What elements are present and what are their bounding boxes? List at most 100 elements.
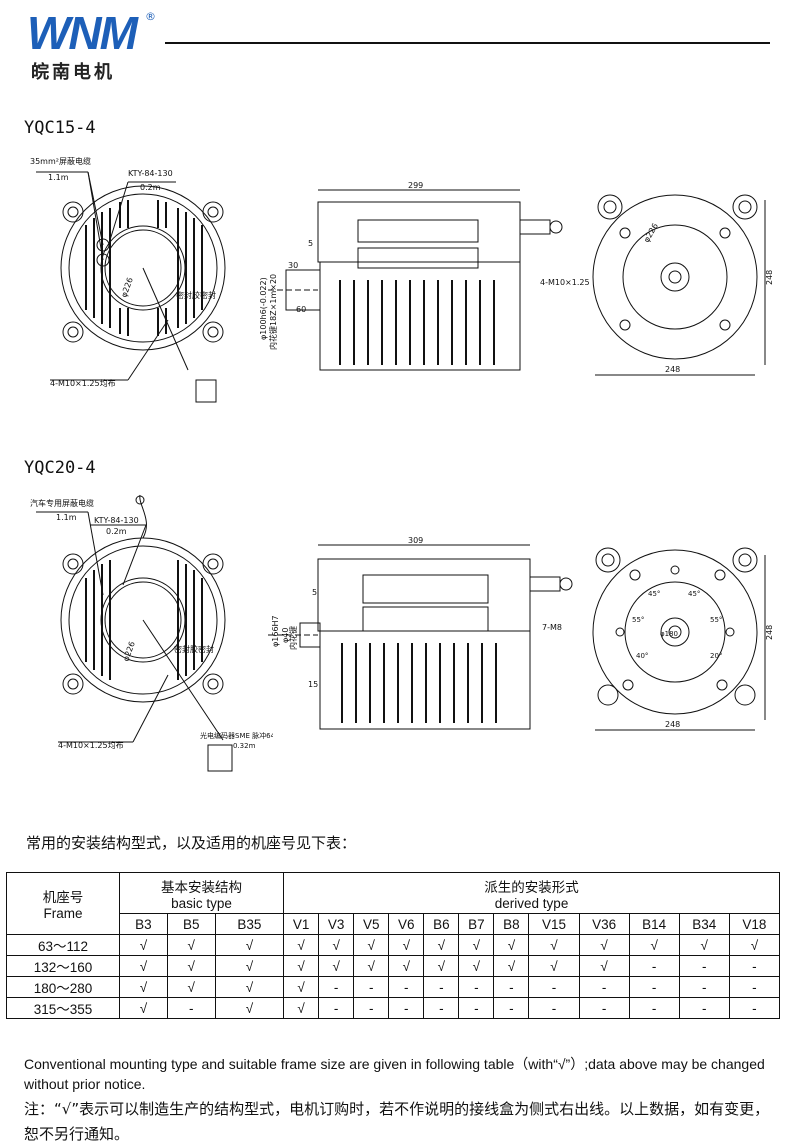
- mark-cell: -: [423, 976, 460, 998]
- mark-cell: √: [119, 955, 168, 977]
- mark-cell: √: [119, 976, 168, 998]
- frame-cell: 132～160: [6, 955, 120, 977]
- derived-header-en: derived type: [494, 895, 569, 911]
- mark-cell: √: [283, 934, 320, 956]
- mark-cell: -: [528, 976, 580, 998]
- column-header: B35: [214, 913, 285, 935]
- mark-cell: -: [458, 997, 495, 1019]
- bolts-label-2: 4-M10×1.25均布: [58, 740, 124, 750]
- brand-name-cn: 皖南电机: [31, 62, 115, 83]
- column-header: B7: [458, 913, 495, 935]
- registered-mark: ®: [145, 10, 156, 23]
- end-bolts-1: 4-M10×1.25: [540, 278, 590, 287]
- column-header: B3: [119, 913, 168, 935]
- basic-header-cn: 基本安装结构: [161, 879, 243, 895]
- mark-cell: √: [119, 934, 168, 956]
- mark-cell: √: [283, 997, 320, 1019]
- frame-cell: 180～280: [6, 976, 120, 998]
- model-title-2: YQC20-4: [24, 458, 96, 478]
- mark-cell: √: [214, 955, 285, 977]
- sensor-length-1: 0.2m: [140, 183, 161, 192]
- mark-cell: √: [423, 934, 460, 956]
- mark-cell: -: [578, 976, 630, 998]
- column-header: V3: [318, 913, 355, 935]
- derived-header-cn: 派生的安装形式: [484, 879, 579, 895]
- mark-cell: √: [214, 934, 285, 956]
- column-header: V15: [528, 913, 580, 935]
- seal-label-2: 密封胶密封: [174, 644, 214, 654]
- mark-cell: -: [458, 976, 495, 998]
- mark-cell: √: [388, 934, 425, 956]
- mark-cell: √: [318, 955, 355, 977]
- mark-cell: √: [353, 955, 390, 977]
- table-row: 63～112√√√√√√√√√√√√√√√: [6, 934, 781, 956]
- end-height-2: 248: [765, 625, 774, 640]
- cable-label-1: 35mm²屏蔽电缆: [30, 156, 91, 166]
- logo-wordmark: WNM: [27, 7, 138, 59]
- mark-cell: √: [318, 934, 355, 956]
- angle-45a-2: 45°: [648, 590, 660, 598]
- column-header: V1: [283, 913, 320, 935]
- mark-cell: -: [318, 997, 355, 1019]
- encoder-label-2: 光电编码器SME 脉冲64: [200, 731, 273, 740]
- end-height-1: 248: [765, 270, 774, 285]
- note-chinese: 注：“√”表示可以制造生产的结构型式，电机订购时，若不作说明的接线盒为侧式右出线…: [24, 1100, 770, 1143]
- cable-length-2: 1.1m: [56, 513, 77, 522]
- mark-cell: √: [166, 934, 216, 956]
- angle-20-2: 20°: [710, 652, 722, 660]
- mark-cell: √: [423, 955, 460, 977]
- end-bolts-2: 7-M8: [542, 623, 562, 632]
- column-header: V5: [353, 913, 390, 935]
- end-dia-2: φ180: [660, 630, 678, 638]
- mark-cell: -: [728, 997, 781, 1019]
- spline-dim-1: 内花键18Z×1m×20: [268, 274, 278, 350]
- mark-cell: -: [423, 997, 460, 1019]
- model-title-1: YQC15-4: [24, 118, 96, 138]
- side-view-drawing-2: 309 φ166H7 内花键 φ40 15 5: [268, 536, 573, 730]
- mark-cell: √: [166, 976, 216, 998]
- basic-header-en: basic type: [171, 895, 232, 911]
- derived-header: 派生的安装形式 derived type: [283, 872, 780, 914]
- mounting-table: 机座号 Frame 基本安装结构 basic type 派生的安装形式 deri…: [6, 872, 781, 1019]
- mark-cell: √: [528, 955, 580, 977]
- mark-cell: -: [493, 976, 530, 998]
- mark-cell: -: [318, 976, 355, 998]
- column-header: V6: [388, 913, 425, 935]
- inner-dia-1: φ226: [119, 276, 134, 298]
- mark-cell: √: [528, 934, 580, 956]
- length-dim-1: 299: [408, 181, 423, 190]
- mark-cell: -: [678, 997, 730, 1019]
- mark-cell: √: [166, 955, 216, 977]
- mark-cell: √: [628, 934, 680, 956]
- mark-cell: √: [214, 976, 285, 998]
- table-row: 315～355√-√√-----------: [6, 997, 781, 1019]
- mark-cell: -: [388, 997, 425, 1019]
- mark-cell: √: [578, 934, 630, 956]
- column-header: B6: [423, 913, 460, 935]
- length-dim-2: 309: [408, 536, 423, 545]
- mark-cell: √: [353, 934, 390, 956]
- note-english: Conventional mounting type and suitable …: [24, 1056, 765, 1092]
- table-body: 63～112√√√√√√√√√√√√√√√132～160√√√√√√√√√√√√…: [6, 934, 781, 1019]
- mark-cell: √: [119, 997, 168, 1019]
- angle-40-2: 40°: [636, 652, 648, 660]
- brand-logo: WNM ® 皖南电机: [27, 7, 157, 83]
- end-view-drawing-2: φ180 7-M8 45° 45° 55° 55° 40° 20° 248 24…: [542, 547, 774, 731]
- mark-cell: √: [283, 955, 320, 977]
- end-width-2: 248: [665, 720, 680, 729]
- angle-45b-2: 45°: [688, 590, 700, 598]
- end-width-1: 248: [665, 365, 680, 374]
- angle-55a-2: 55°: [632, 616, 644, 624]
- mark-cell: -: [678, 955, 730, 977]
- header-rule: [165, 42, 770, 44]
- mark-cell: -: [728, 955, 781, 977]
- end-view-drawing-1: φ226 4-M10×1.25 248 248: [540, 194, 774, 376]
- angle-55b-2: 55°: [710, 616, 722, 624]
- sensor-label-1: KTY-84-130: [128, 169, 173, 178]
- mark-cell: √: [728, 934, 781, 956]
- seal-label-1: 密封胶密封: [176, 290, 216, 300]
- table-intro: 常用的安装结构型式，以及适用的机座号见下表：: [26, 834, 357, 852]
- column-header: B14: [628, 913, 680, 935]
- mark-cell: -: [166, 997, 216, 1019]
